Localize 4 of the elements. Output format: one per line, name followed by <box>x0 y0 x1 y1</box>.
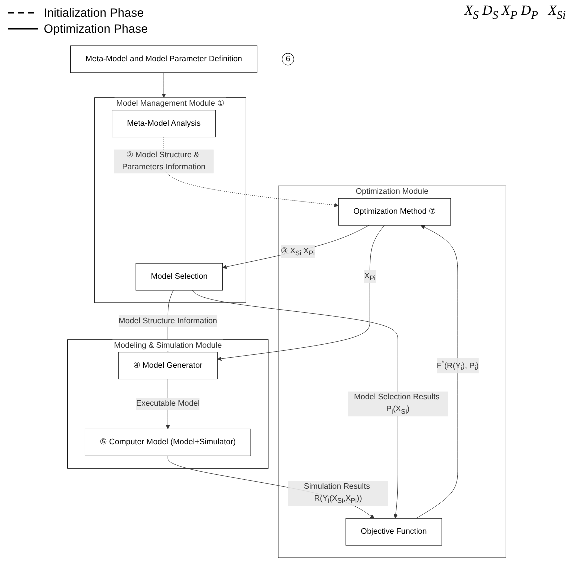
legend-text: Initialization Phase <box>44 6 144 20</box>
formula-label: X$_{S}$ D$_{S}$ X$_{P}$ D$_{P}$ <box>464 4 538 19</box>
formula-label: X$_{Si}$ <box>548 4 566 19</box>
legend-text: Optimization Phase <box>44 22 148 36</box>
